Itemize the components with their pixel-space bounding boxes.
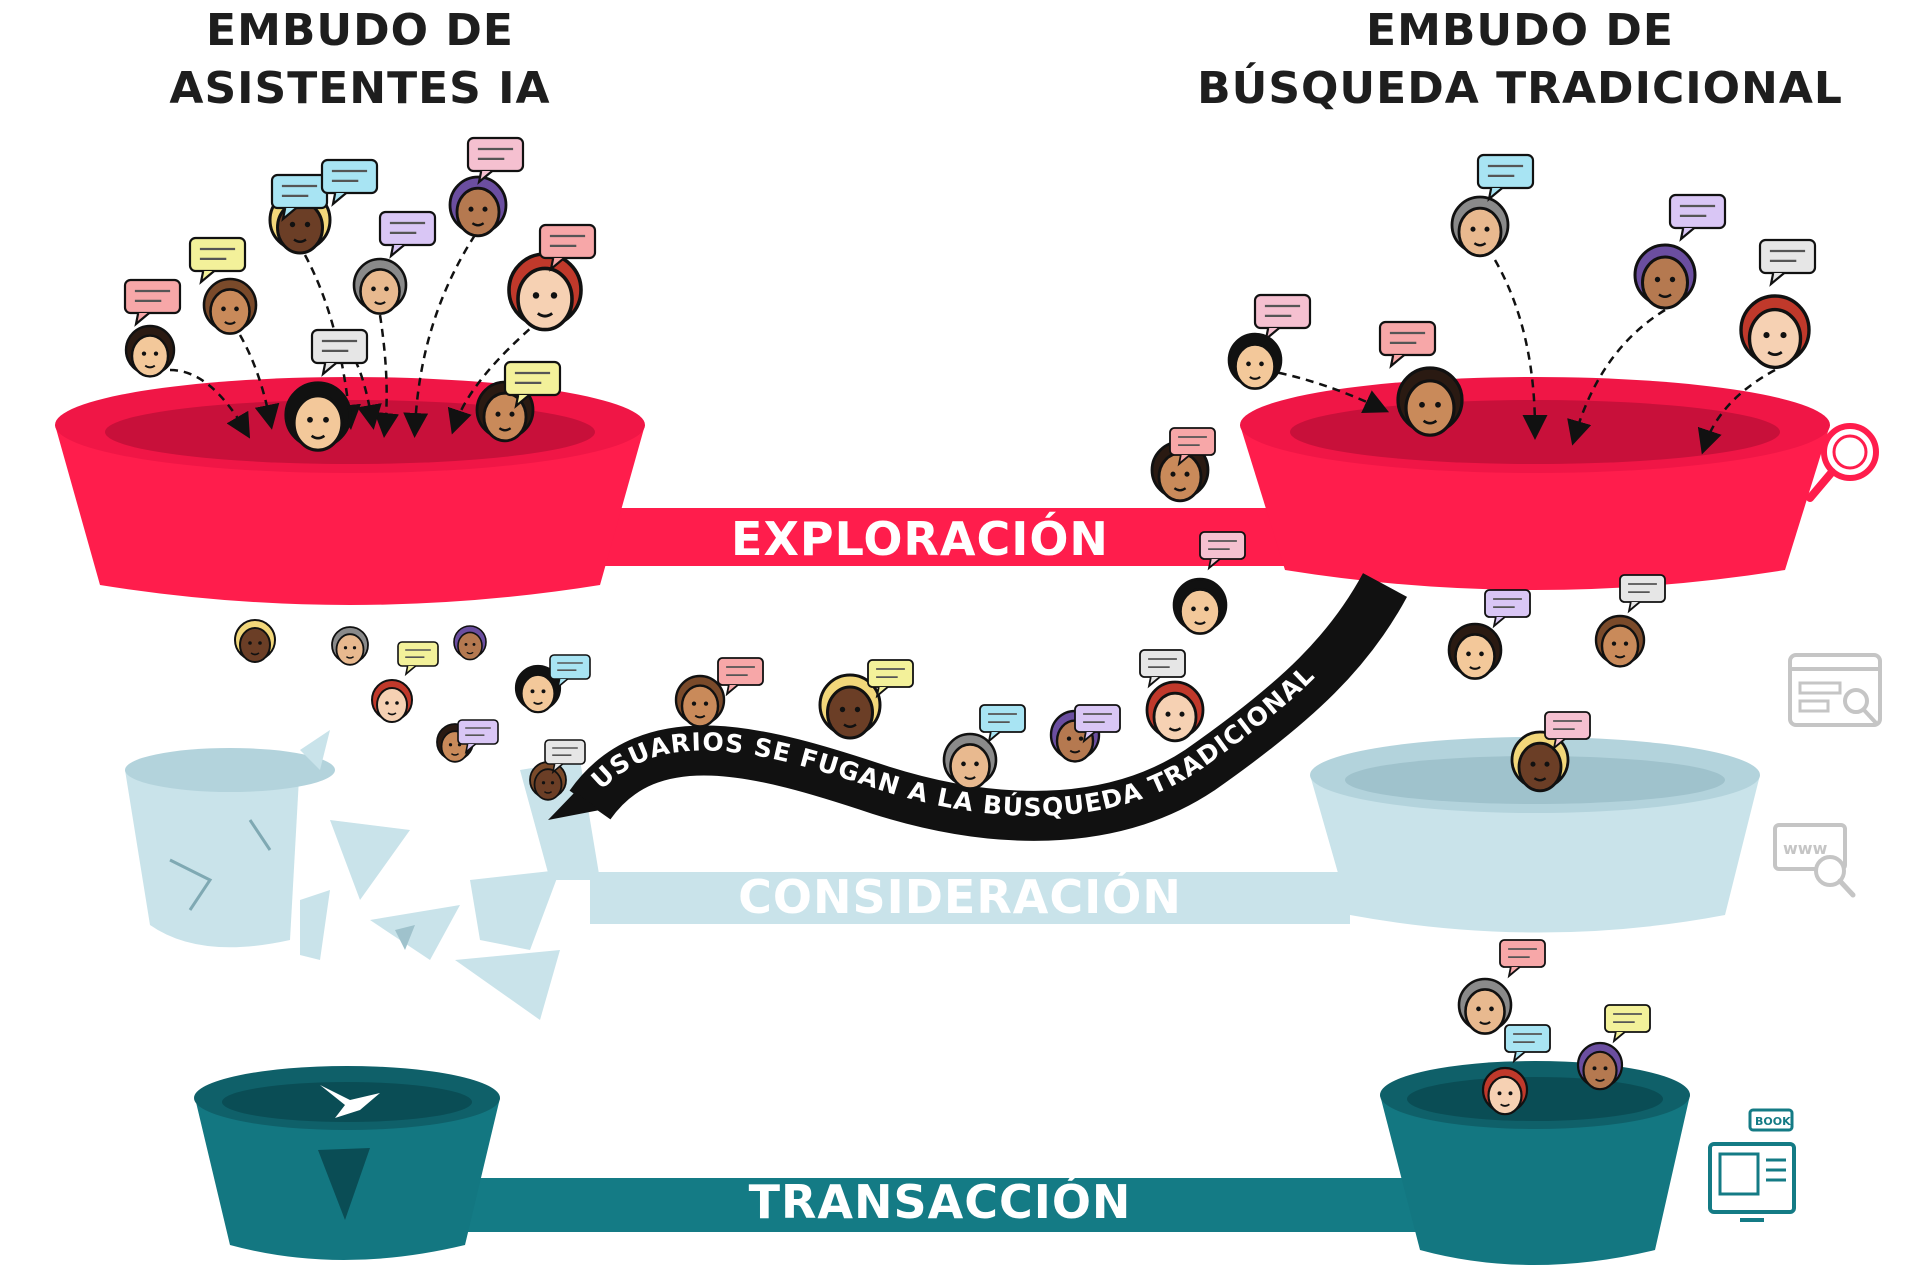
dashed-arrow <box>1697 368 1776 455</box>
user-avatar <box>942 732 998 790</box>
exploration-connector-bar <box>600 508 1300 566</box>
speech-bubble-icon <box>867 659 914 699</box>
ai-consideration-funnel-shattered <box>125 730 600 1020</box>
traditional-transaction-funnel <box>1380 1061 1690 1265</box>
user-flow-arrows <box>169 234 1776 455</box>
user-avatar <box>1481 1066 1529 1116</box>
ai-funnel-title-line1: EMBUDO DE <box>206 5 514 56</box>
user-avatar <box>514 664 562 714</box>
user-avatar <box>1227 332 1283 390</box>
speech-bubble-icon <box>123 278 182 327</box>
user-avatar <box>1450 195 1510 258</box>
speech-bubble-icon <box>1544 711 1591 751</box>
user-avatars <box>123 136 1817 1116</box>
speech-bubble-icon <box>1139 649 1186 689</box>
speech-bubble-icon <box>310 328 369 377</box>
user-avatar <box>818 673 882 740</box>
speech-bubble-icon <box>1199 531 1246 571</box>
user-avatar <box>1457 977 1513 1035</box>
dashed-arrow <box>447 319 541 435</box>
dashed-arrow <box>374 314 399 438</box>
speech-bubble-icon <box>503 360 562 409</box>
speech-bubble-icon <box>538 223 597 272</box>
www-tag-text: www <box>1783 839 1828 858</box>
speech-bubble-icon <box>320 158 379 207</box>
dashed-arrow <box>1567 308 1666 446</box>
speech-bubble-icon <box>1619 574 1666 614</box>
user-avatar <box>371 679 413 723</box>
traditional-funnel-title-line1: EMBUDO DE <box>1366 5 1674 56</box>
speech-bubble-icon <box>544 739 586 775</box>
user-avatar <box>1739 294 1811 370</box>
user-avatar <box>453 625 487 661</box>
dashed-arrow <box>169 368 251 439</box>
user-avatar <box>1396 366 1464 437</box>
dashed-arrow <box>403 234 477 438</box>
transaction-connector-bar <box>460 1178 1420 1232</box>
speech-bubble-icon <box>1758 238 1817 287</box>
user-avatar <box>1576 1041 1624 1091</box>
speech-bubble-icon <box>466 136 525 185</box>
traditional-funnel-title-line2: BÚSQUEDA TRADICIONAL <box>1197 63 1843 114</box>
stage-label-transaction: TRANSACCIÓN <box>748 1175 1132 1229</box>
user-avatar <box>284 381 352 452</box>
dashed-arrow <box>1493 259 1548 440</box>
speech-bubble-icon <box>1378 320 1437 369</box>
ai-transaction-funnel-broken <box>194 1066 500 1260</box>
user-avatar <box>1150 440 1210 503</box>
traditional-funnel-title: EMBUDO DE BÚSQUEDA TRADICIONAL <box>1190 2 1850 118</box>
magnifier-icon <box>1806 423 1879 502</box>
speech-bubble-icon <box>1074 704 1121 744</box>
stage-label-exploration: EXPLORACIÓN <box>731 512 1109 566</box>
user-avatar <box>1447 622 1503 680</box>
speech-bubble-icon <box>1499 939 1546 979</box>
dashed-arrow <box>1264 368 1390 413</box>
user-avatar <box>529 761 567 801</box>
browser-search-icon <box>1788 653 1882 727</box>
speech-bubble-icon <box>717 657 764 697</box>
speech-bubble-icon <box>397 641 439 677</box>
user-avatar <box>234 619 276 663</box>
speech-bubble-icon <box>1484 589 1531 629</box>
user-avatar <box>352 257 408 315</box>
user-avatar <box>1594 614 1646 668</box>
speech-bubble-icon <box>1169 427 1216 467</box>
user-avatar <box>202 277 258 335</box>
user-avatar <box>1633 243 1697 310</box>
speech-bubble-icon <box>1504 1024 1551 1064</box>
www-search-icon: www <box>1773 823 1856 898</box>
ai-funnel-title: EMBUDO DE ASISTENTES IA <box>140 2 580 118</box>
dashed-arrow <box>303 254 361 430</box>
speech-bubble-icon <box>188 236 247 285</box>
speech-bubble-icon <box>378 210 437 259</box>
ai-funnel-title-line2: ASISTENTES IA <box>169 63 551 114</box>
speech-bubble-icon <box>549 654 591 690</box>
user-avatar <box>124 324 176 378</box>
user-avatar <box>331 626 369 666</box>
speech-bubble-icon <box>1476 153 1535 202</box>
book-tag-text: BOOK <box>1755 1115 1791 1128</box>
speech-bubble-icon <box>1668 193 1727 242</box>
user-avatar <box>1172 577 1228 635</box>
speech-bubble-icon <box>270 173 329 222</box>
speech-bubble-icon <box>457 719 499 755</box>
user-avatar <box>448 175 508 238</box>
booking-monitor-icon: BOOK <box>1708 1108 1796 1222</box>
speech-bubble-icon <box>1604 1004 1651 1044</box>
speech-bubble-icon <box>1253 293 1312 342</box>
user-avatar <box>1145 680 1205 743</box>
consideration-connector-bar <box>590 872 1350 924</box>
stage-label-consideration: CONSIDERACIÓN <box>738 870 1182 924</box>
speech-bubble-icon <box>979 704 1026 744</box>
dashed-arrow <box>238 334 280 430</box>
user-avatar <box>507 252 583 332</box>
user-avatar <box>674 674 726 728</box>
